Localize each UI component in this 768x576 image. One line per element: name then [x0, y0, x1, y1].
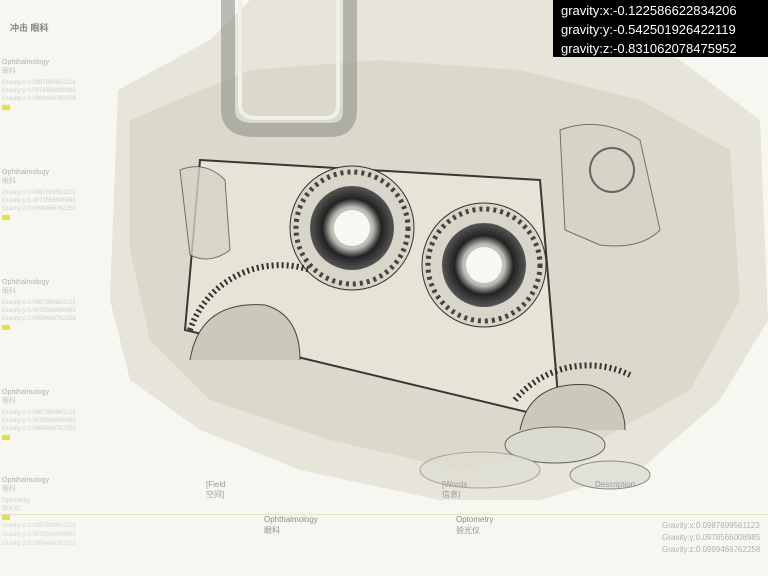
column-words-label-cn: 信息] [442, 490, 461, 499]
gravity-line: Gravity:z:0.0999466762258 [2, 96, 76, 102]
gravity-line: Gravity:y:0.0978566008985 [2, 308, 76, 314]
column-description-label: Description [595, 480, 636, 489]
sidebar-title: 冲击 眼科 [10, 23, 49, 33]
gravity-line: Gravity:x:0.0987899561123 [2, 300, 76, 306]
category-ophthalmology-label: Ophthalmology [264, 515, 318, 524]
gravity-y-value-bottom: Gravity:y:0.0978566008985 [662, 533, 761, 542]
sidebar: 冲击 眼科 Ophthalmology 眼科 Gravity:x:0.09878… [0, 20, 108, 520]
faint-gravity-y: Gravity:y:0.0978566008985 [2, 532, 76, 538]
category-label-cn: 眼科 [2, 288, 16, 295]
gravity-y-value: gravity:y:-0.542501926422119 [561, 22, 736, 37]
column-field-label-cn: 空间] [206, 490, 225, 499]
gravity-line: Gravity:z:0.0999466762258 [2, 426, 76, 432]
category-label-cn: 眼科 [2, 398, 16, 405]
gravity-line: Gravity:x:0.0987899561123 [2, 80, 76, 86]
category-label-cn: 眼科 [2, 68, 16, 75]
highlight-marker [2, 215, 10, 220]
gravity-readout: gravity:x:-0.122586622834206 gravity:y:-… [553, 0, 768, 57]
gravity-line: Gravity:z:0.0999466762258 [2, 316, 76, 322]
category-optometry: Optometry 验光仪 [456, 514, 493, 536]
highlight-marker [2, 515, 10, 520]
category-optometry-label: Optometry [456, 515, 494, 524]
column-words: [Words 信息] [442, 480, 467, 500]
gravity-x-value-bottom: Gravity:x:0.0987899561123 [662, 521, 760, 530]
sidebar-block-5: Ophthalmology 眼科 Optometry 验光仪 [2, 476, 106, 520]
sidebar-block-2: Ophthalmology 眼科 Gravity:x:0.09878995611… [2, 168, 106, 220]
faint-gravity-x: Gravity:x:0.0987899561123 [2, 523, 76, 529]
column-description: Description [595, 480, 635, 490]
category-label: Ophthalmology [2, 169, 50, 176]
category-label: Ophthalmology [2, 389, 50, 396]
gravity-line: Gravity:y:0.0978566008985 [2, 88, 76, 94]
category-sub-label: Optometry [2, 498, 31, 504]
divider [0, 514, 768, 515]
gravity-line: Gravity:y:0.0978566008985 [2, 198, 76, 204]
gravity-z-value: gravity:z:-0.831062078475952 [561, 41, 737, 56]
gravity-z-value-bottom: Gravity:z:0.0999466762258 [662, 545, 761, 554]
category-label: Ophthalmology [2, 59, 50, 66]
sidebar-block-3: Ophthalmology 眼科 Gravity:x:0.09878995611… [2, 278, 106, 330]
gravity-line: Gravity:x:0.0987899561123 [2, 190, 76, 196]
column-words-label: [Words [442, 480, 468, 489]
faint-gravity-z: Gravity:z:0.0999466762258 [2, 541, 76, 547]
gravity-x-value: gravity:x:-0.122586622834206 [561, 3, 737, 18]
gravity-readout-bottom: Gravity:x:0.0987899561123 Gravity:y:0.09… [662, 520, 768, 556]
category-ophthalmology: Ophthalmology 眼科 [264, 514, 318, 536]
highlight-marker [2, 105, 10, 110]
sidebar-block-1: Ophthalmology 眼科 Gravity:x:0.09878995611… [2, 58, 106, 110]
highlight-marker [2, 325, 10, 330]
category-optometry-label-cn: 验光仪 [456, 526, 480, 535]
sidebar-block-4: Ophthalmology 眼科 Gravity:x:0.09878995611… [2, 388, 106, 440]
column-field-label: [Field [206, 480, 226, 489]
category-label: Ophthalmology [2, 477, 50, 484]
highlight-marker [2, 435, 10, 440]
category-label: Ophthalmology [2, 279, 50, 286]
gravity-line: Gravity:x:0.0987899561123 [2, 410, 76, 416]
gravity-line: Gravity:z:0.0999466762258 [2, 206, 76, 212]
gravity-line: Gravity:y:0.0978566008985 [2, 418, 76, 424]
faint-gravity-rows: Gravity:x:0.0987899561123 Gravity:y:0.09… [2, 522, 102, 549]
column-field: [Field 空间] [206, 480, 226, 500]
category-label-cn: 眼科 [2, 178, 16, 185]
category-sub-label-cn: 验光仪 [2, 506, 21, 512]
category-ophthalmology-label-cn: 眼科 [264, 526, 280, 535]
category-label-cn: 眼科 [2, 486, 16, 493]
